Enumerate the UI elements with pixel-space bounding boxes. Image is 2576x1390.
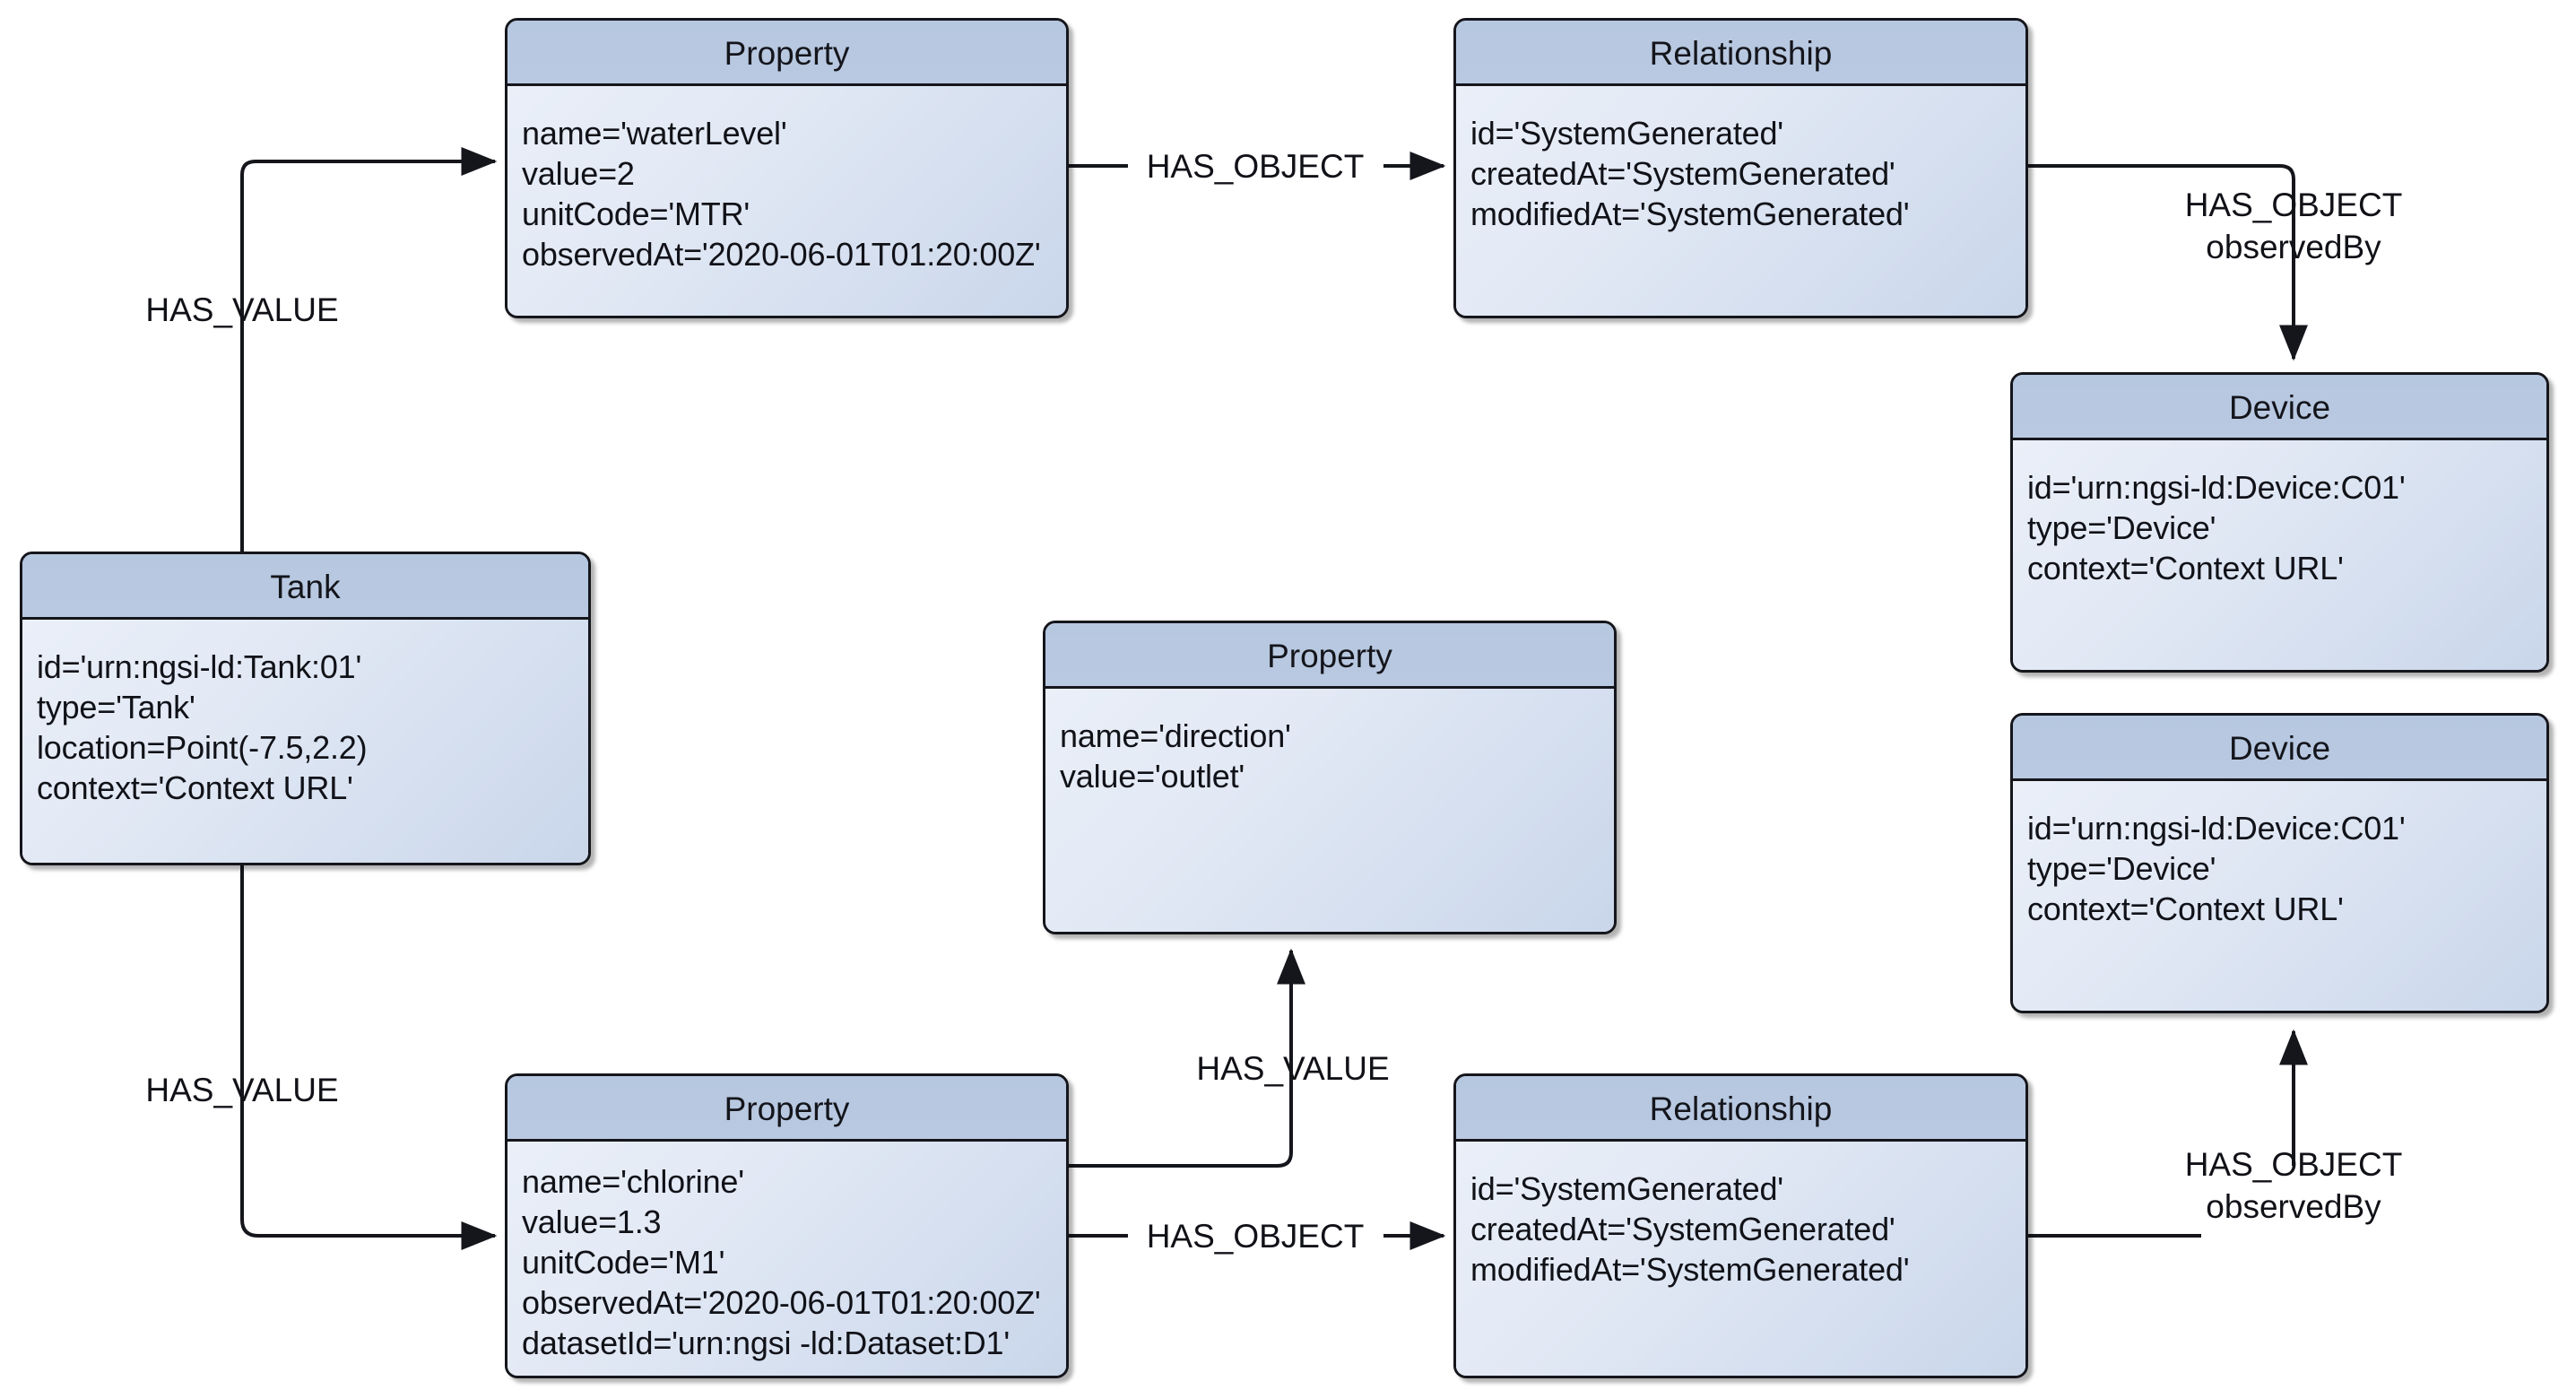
attribute-line: value='outlet' [1060,758,1245,795]
node-attributes: id='SystemGenerated' createdAt='SystemGe… [1456,1142,2025,1376]
attribute-line: observedAt='2020-06-01T01:20:00Z' [522,236,1041,273]
node-property-direction[interactable]: Property name='direction' value='outlet' [1043,621,1617,934]
attribute-line: name='waterLevel' [522,115,787,152]
node-attributes: id='urn:ngsi-ld:Device:C01' type='Device… [2013,781,2546,1011]
attribute-line: name='chlorine' [522,1163,744,1200]
node-type-label: Relationship [1456,1076,2025,1142]
node-tank[interactable]: Tank id='urn:ngsi-ld:Tank:01' type='Tank… [20,552,591,865]
node-attributes: id='urn:ngsi-ld:Tank:01' type='Tank' loc… [22,620,588,863]
attribute-line: observedAt='2020-06-01T01:20:00Z' [522,1284,1041,1321]
edge-tank-to-waterlevel [240,147,498,552]
attribute-line: location=Point(-7.5,2.2) [37,729,368,766]
attribute-line: type='Tank' [37,689,195,725]
attribute-line: id='urn:ngsi-ld:Device:C01' [2027,469,2406,506]
attribute-line: unitCode='M1' [522,1244,725,1281]
node-relationship-top[interactable]: Relationship id='SystemGenerated' create… [1453,18,2028,318]
node-attributes: id='SystemGenerated' createdAt='SystemGe… [1456,86,2025,316]
edge-label-line: HAS_VALUE [145,291,339,328]
node-type-label: Device [2013,716,2546,781]
attribute-line: id='urn:ngsi-ld:Tank:01' [37,648,362,685]
edge-label-line: HAS_OBJECT [2184,1146,2403,1183]
edge-label-line: HAS_OBJECT [1146,1218,1365,1255]
edge-label-chlorine-to-relationship: HAS_OBJECT [1121,1215,1390,1257]
edge-label-line: observedBy [2206,229,2381,265]
edge-label-line: HAS_VALUE [1196,1050,1390,1087]
attribute-line: type='Device' [2027,509,2216,546]
node-type-label: Property [507,1076,1066,1142]
attribute-line: type='Device' [2027,850,2216,887]
edge-label-line: HAS_VALUE [145,1072,339,1108]
attribute-line: id='urn:ngsi-ld:Device:C01' [2027,810,2406,847]
node-type-label: Property [1045,623,1614,689]
attribute-line: unitCode='MTR' [522,195,750,232]
node-relationship-bottom[interactable]: Relationship id='SystemGenerated' create… [1453,1073,2028,1378]
node-type-label: Property [507,21,1066,86]
attribute-line: createdAt='SystemGenerated' [1470,1211,1895,1247]
edge-label-chlorine-to-direction: HAS_VALUE [1158,1047,1427,1090]
edge-label-line: HAS_OBJECT [1146,148,1365,185]
attribute-line: datasetId='urn:ngsi -ld:Dataset:D1' [522,1325,1010,1361]
edge-label-tank-to-chlorine: HAS_VALUE [108,1069,377,1111]
attribute-line: context='Context URL' [37,769,353,806]
node-type-label: Tank [22,554,588,620]
node-property-waterlevel[interactable]: Property name='waterLevel' value=2 unitC… [505,18,1069,318]
node-device-top[interactable]: Device id='urn:ngsi-ld:Device:C01' type=… [2010,372,2549,673]
attribute-line: value=2 [522,155,635,192]
edge-label-relationship-to-device-top: HAS_OBJECT observedBy [2159,184,2428,268]
edge-label-waterlevel-to-relationship: HAS_OBJECT [1121,145,1390,187]
attribute-line: context='Context URL' [2027,890,2344,927]
node-attributes: id='urn:ngsi-ld:Device:C01' type='Device… [2013,440,2546,670]
attribute-line: createdAt='SystemGenerated' [1470,155,1895,192]
node-type-label: Device [2013,375,2546,440]
attribute-line: modifiedAt='SystemGenerated' [1470,1251,1910,1288]
node-property-chlorine[interactable]: Property name='chlorine' value=1.3 unitC… [505,1073,1069,1378]
edge-label-line: observedBy [2206,1188,2381,1225]
attribute-line: name='direction' [1060,717,1291,754]
attribute-line: modifiedAt='SystemGenerated' [1470,195,1910,232]
edge-label-relationship-to-device-bottom: HAS_OBJECT observedBy [2159,1143,2428,1228]
attribute-line: context='Context URL' [2027,550,2344,586]
edge-label-tank-to-waterlevel: HAS_VALUE [108,289,377,331]
node-type-label: Relationship [1456,21,2025,86]
node-device-bottom[interactable]: Device id='urn:ngsi-ld:Device:C01' type=… [2010,713,2549,1013]
node-attributes: name='direction' value='outlet' [1045,689,1614,932]
edge-label-line: HAS_OBJECT [2184,187,2403,223]
node-attributes: name='waterLevel' value=2 unitCode='MTR'… [507,86,1066,316]
node-attributes: name='chlorine' value=1.3 unitCode='M1' … [507,1142,1066,1376]
attribute-line: id='SystemGenerated' [1470,115,1783,152]
edge-tank-to-chlorine [240,865,498,1250]
attribute-line: value=1.3 [522,1203,662,1240]
attribute-line: id='SystemGenerated' [1470,1170,1783,1207]
